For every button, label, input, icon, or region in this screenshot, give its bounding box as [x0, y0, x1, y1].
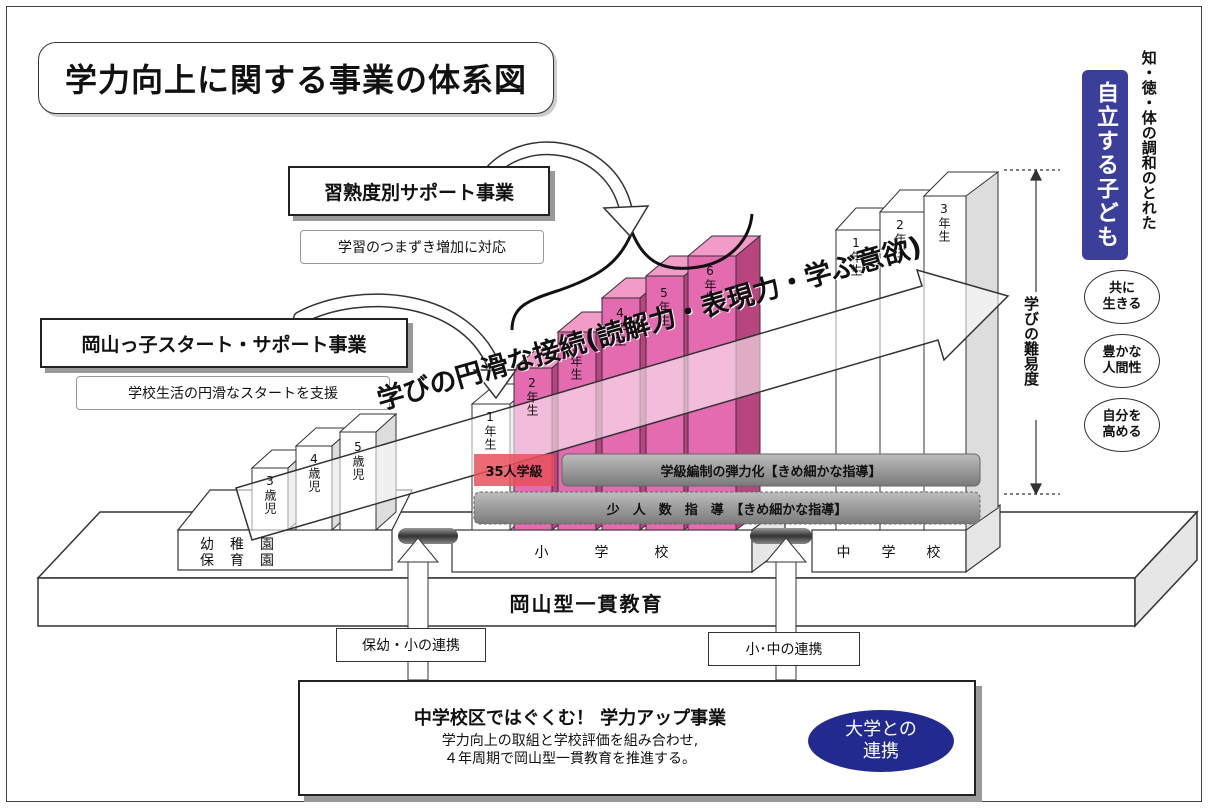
elementary-school-label: 小 学 校	[534, 545, 670, 561]
page-title: 学力向上に関する事業の体系図	[38, 42, 554, 114]
junior-grade-1-label: 1年生	[849, 236, 863, 277]
diagram-frame	[6, 6, 1202, 802]
elementary-junior-link: 小･中の連携	[708, 632, 860, 666]
project-line-2: ４年周期で岡山型一貫教育を推進する。	[444, 751, 696, 767]
foundation-label: 岡山型一貫教育	[509, 592, 664, 616]
elementary-grade-2-label: 2年生	[525, 376, 539, 417]
small-group-label: 少 人 数 指 導 【きめ細かな指導】	[606, 502, 848, 518]
arrow-head-start	[472, 369, 518, 400]
proficiency-program-description: 学習のつまずき増加に対応	[300, 230, 544, 264]
class35-box	[474, 454, 554, 486]
project-line-1: 学力向上の取組と学校評価を組み合わせ,	[441, 733, 699, 749]
difficulty-label: 学びの難易度	[1022, 296, 1040, 386]
age-3-label: 3歳児	[263, 474, 277, 515]
value-improve-self: 自分を 高める	[1084, 398, 1160, 452]
pipe-right	[750, 528, 812, 544]
project-title: 中学校区ではぐくむ！ 学力アップ事業	[413, 708, 727, 729]
preschool-elementary-link: 保幼・小の連携	[336, 628, 486, 662]
elementary-grade-5-label: 5年生	[657, 286, 671, 327]
age-4-label: 4歳児	[307, 452, 321, 493]
class35-label: 35人学級	[485, 464, 543, 480]
elementary-grade-1-label: 1年生	[483, 410, 497, 451]
small-group-bar	[473, 491, 981, 525]
autonomy-goal: 自立する子ども	[1082, 70, 1128, 260]
value-live-together: 共に 生きる	[1084, 270, 1160, 324]
junior-grade-3-label: 3年生	[937, 202, 951, 243]
value-rich-humanity: 豊かな 人間性	[1084, 334, 1160, 388]
elementary-grade-4-label: 4年生	[613, 306, 627, 347]
junior-high-base	[811, 503, 1001, 574]
start-support-program-description: 学校生活の円滑なスタートを支援	[76, 376, 390, 410]
start-support-program-box: 岡山っ子スタート・サポート事業	[40, 318, 408, 368]
junior-high-books	[834, 171, 1000, 532]
pipe-left	[398, 528, 458, 544]
junior-high-label: 中 学 校	[836, 545, 942, 561]
kindergarten-label: 幼 稚 園	[200, 537, 275, 553]
connection-arrow	[235, 268, 1010, 541]
flexible-bar	[561, 453, 981, 487]
junior-grade-2-label: 2年生	[893, 218, 907, 259]
arrow-head-proficiency	[602, 205, 650, 238]
nursery-label: 保 育 園	[200, 553, 275, 569]
elementary-grade-6-label: 6年生	[703, 264, 717, 305]
university-partnership-badge: 大学との 連携	[808, 710, 954, 772]
flexible-classes-label: 学級編制の弾力化【きめ細かな指導】	[660, 464, 882, 480]
elementary-grade-3-label: 3年生	[569, 340, 583, 381]
proficiency-program-box: 習熟度別サポート事業	[288, 166, 550, 216]
difficulty-scale	[1004, 168, 1060, 496]
harmony-goal: 知・徳・体の調和のとれた	[1139, 50, 1158, 230]
age-5-label: 5歳児	[351, 440, 365, 481]
